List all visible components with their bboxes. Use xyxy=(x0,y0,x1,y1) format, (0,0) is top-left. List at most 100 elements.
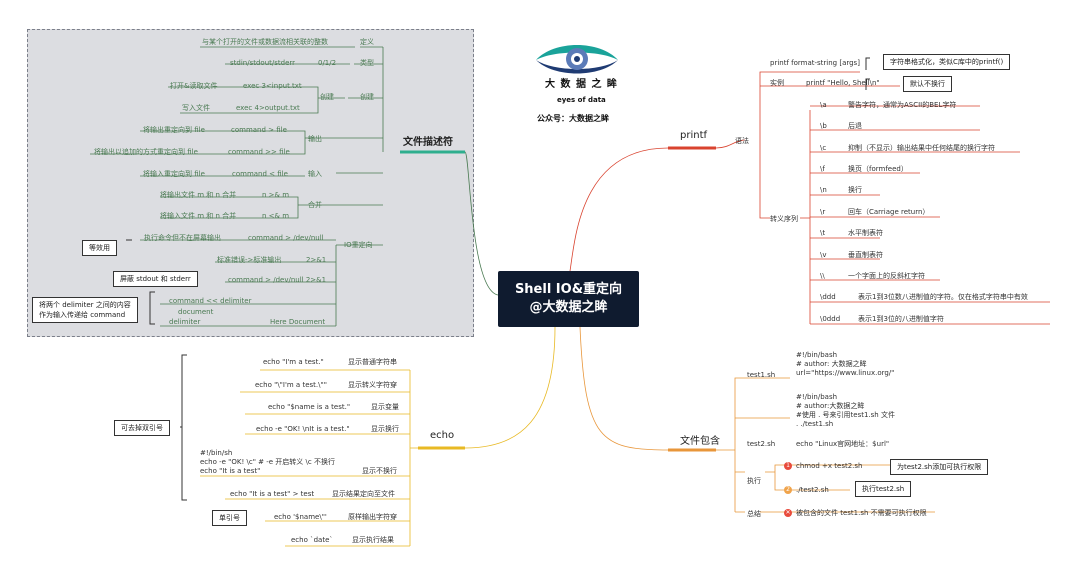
fd-nulldev-cmd: command > /dev/null xyxy=(248,234,324,242)
fd-create-label: 创建 xyxy=(320,93,334,101)
echo-row-1-cmd: echo "\"I'm a test.\"" xyxy=(255,381,327,389)
escape-description: 抑制（不显示）输出结果中任何结尾的换行字符 xyxy=(848,144,995,152)
printf-syntax-label: 语法 xyxy=(735,137,749,145)
escape-description: 换行 xyxy=(848,186,862,194)
close-icon: ✕ xyxy=(784,509,792,517)
echo-nolf-line3: echo "It is a test" xyxy=(200,467,261,475)
no-quote-box: 可去掉双引号 xyxy=(114,420,170,436)
echo-row-6-desc: 显示执行结果 xyxy=(352,536,394,544)
fd-out1-cmd: command > file xyxy=(231,126,287,134)
branch-echo[interactable]: echo xyxy=(430,430,455,441)
fd-nulldev-desc: 执行命令但不在屏幕输出 xyxy=(144,234,221,242)
echo-row-4-cmd: echo "It is a test" > test xyxy=(230,490,315,498)
fd-heredoc-cmd2: document xyxy=(178,308,214,316)
include-step2: ./test2.sh xyxy=(796,486,829,494)
escape-description: 表示1到3位数八进制值的字符。仅在格式字符串中有效 xyxy=(858,293,1028,301)
escape-code: \\ xyxy=(820,272,825,280)
escape-description: 换页（formfeed） xyxy=(848,165,908,173)
escape-code: \a xyxy=(820,101,827,109)
echo-row-5-cmd: echo '$name\"' xyxy=(274,513,327,521)
printf-example-box: 默认不换行 xyxy=(903,76,952,92)
center-topic[interactable]: Shell IO&重定向 @大数据之眸 xyxy=(498,271,639,327)
escape-description: 警告字符，通常为ASCII的BEL字符 xyxy=(848,101,957,109)
fd-type-label: 类型 xyxy=(360,59,374,67)
escape-code: \f xyxy=(820,165,825,173)
mask-output-box: 屏蔽 stdout 和 stderr xyxy=(113,271,198,287)
printf-format-box: 字符串格式化，类似C库中的printf() xyxy=(883,54,1011,70)
heredoc-box-line2: 作为输入传递给 command xyxy=(39,311,126,319)
escape-code: \b xyxy=(820,122,827,130)
printf-example-cmd: printf "Hello, Shell\n" xyxy=(806,79,880,87)
center-subtitle: @大数据之眸 xyxy=(529,300,608,315)
echo-row-4-desc: 显示结果定向至文件 xyxy=(332,490,395,498)
branch-printf[interactable]: printf xyxy=(680,130,708,141)
fd-exec3: exec 3<input.txt xyxy=(243,82,302,90)
fd-type-names: stdin/stdout/stderr xyxy=(230,59,296,67)
fd-def-label: 定义 xyxy=(360,38,374,46)
include-step2-box: 执行test2.sh xyxy=(855,481,912,497)
include-summary: 被包含的文件 test1.sh 不需要可执行权限 xyxy=(796,509,927,517)
center-title: Shell IO&重定向 xyxy=(514,282,623,297)
account-name: 公众号：大数据之眸 xyxy=(537,114,609,123)
branch-file-include[interactable]: 文件包含 xyxy=(680,436,720,447)
echo-nolf-desc: 显示不换行 xyxy=(362,467,397,475)
escape-description: 回车（Carriage return） xyxy=(848,208,930,216)
logo-subtitle: eyes of data xyxy=(557,96,606,104)
heredoc-box: 将两个 delimiter 之间的内容 作为输入传递给 command xyxy=(32,297,138,323)
fd-exec4: exec 4>output.txt xyxy=(236,104,300,112)
fd-merge1-cmd: n >& m xyxy=(262,191,290,199)
escape-code: \n xyxy=(820,186,827,194)
escape-code: \c xyxy=(820,144,827,152)
step-2-icon: 2 xyxy=(784,486,792,494)
equiv-box: 等效用 xyxy=(82,240,117,256)
echo-row-1-desc: 显示转义字符穿 xyxy=(348,381,397,389)
include-test2-l4: . ./test1.sh xyxy=(796,420,834,428)
fd-create-label-2: 创建 xyxy=(360,93,374,101)
fd-merge2-cmd: n <& m xyxy=(262,212,290,220)
fd-merge1-desc: 将输出文件 m 和 n 合并 xyxy=(160,191,237,199)
fd-write-file: 写入文件 xyxy=(182,104,210,112)
fd-heredoc-cmd1: command << delimiter xyxy=(169,297,252,305)
fd-def-text: 与某个打开的文件或数据流相关联的整数 xyxy=(202,38,328,46)
include-step1-box: 为test2.sh添加可执行权限 xyxy=(890,459,989,475)
include-test2-l3: #使用 . 号来引用test1.sh 文件 xyxy=(796,411,895,419)
fd-out1-desc: 将输出重定向到 file xyxy=(143,126,205,134)
printf-format: printf format-string [args] xyxy=(770,59,860,67)
include-exec-label: 执行 xyxy=(747,477,761,485)
heredoc-box-line1: 将两个 delimiter 之间的内容 xyxy=(39,301,131,309)
fd-io-label: IO重定向 xyxy=(344,241,373,249)
escape-code: \v xyxy=(820,251,827,259)
include-test1-l1: #!/bin/bash xyxy=(796,351,838,359)
printf-example-label: 实例 xyxy=(770,79,784,87)
file-descriptor-panel xyxy=(27,29,474,337)
escape-description: 后退 xyxy=(848,122,862,130)
fd-stderr-desc: 标准错误->标准输出 xyxy=(217,256,282,264)
step-1-icon: 1 xyxy=(784,462,792,470)
fd-type-nums: 0/1/2 xyxy=(318,59,337,67)
single-quote-box: 单引号 xyxy=(212,510,247,526)
echo-nolf-line1: #!/bin/sh xyxy=(200,449,233,457)
escape-code: \r xyxy=(820,208,826,216)
include-test2-cmd: echo "Linux官网地址：$url" xyxy=(796,440,890,448)
fd-in-cmd: command < file xyxy=(232,170,288,178)
escape-description: 水平制表符 xyxy=(848,229,883,237)
fd-open-read: 打开&读取文件 xyxy=(170,82,218,90)
escape-description: 垂直制表符 xyxy=(848,251,883,259)
fd-stderr-cmd: 2>&1 xyxy=(306,256,327,264)
escape-code: \0ddd xyxy=(820,315,841,323)
fd-out2-cmd: command >> file xyxy=(228,148,290,156)
echo-row-3-desc: 显示换行 xyxy=(371,425,399,433)
fd-merge2-desc: 将输入文件 m 和 n 合并 xyxy=(160,212,237,220)
branch-file-descriptor[interactable]: 文件描述符 xyxy=(403,137,453,148)
echo-row-2-cmd: echo "$name is a test." xyxy=(268,403,351,411)
include-test2-l2: # author:大数据之眸 xyxy=(796,402,865,410)
fd-in-desc: 将输入重定向到 file xyxy=(143,170,205,178)
echo-row-6-cmd: echo `date` xyxy=(291,536,333,544)
fd-input-label: 输入 xyxy=(308,170,322,178)
escape-code: \ddd xyxy=(820,293,836,301)
printf-escape-label: 转义序列 xyxy=(770,215,798,223)
echo-nolf-line2: echo -e "OK! \c" # -e 开启转义 \c 不换行 xyxy=(200,458,335,466)
escape-code: \t xyxy=(820,229,826,237)
fd-output-label: 输出 xyxy=(308,135,322,143)
